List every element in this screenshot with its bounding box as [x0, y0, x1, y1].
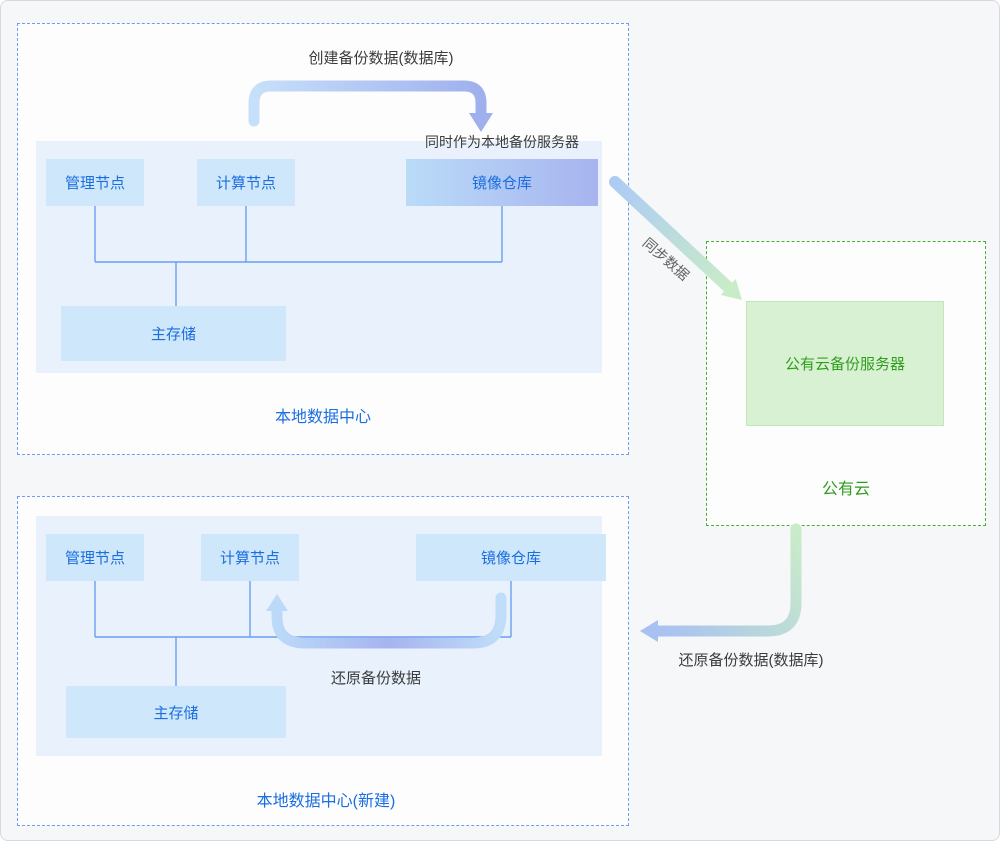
mirror-repo-node-new: 镜像仓库	[416, 534, 606, 581]
main-storage-node-new: 主存储	[66, 686, 286, 738]
mirror-repo-node-label: 镜像仓库	[471, 175, 532, 192]
restore-backup-label: 还原备份数据(数据库)	[678, 652, 824, 669]
cloud-restore-arrow	[652, 523, 802, 637]
mirror-note: 同时作为本地备份服务器	[425, 134, 579, 150]
management-node-new-label: 管理节点	[64, 550, 125, 567]
cloud-backup-server-label: 公有云备份服务器	[784, 356, 905, 373]
inner-restore-label: 还原备份数据	[330, 670, 421, 687]
cloud-backup-server: 公有云备份服务器	[746, 301, 944, 426]
management-node-new: 管理节点	[46, 534, 144, 581]
mirror-repo-node: 镜像仓库	[406, 159, 598, 206]
new-datacenter-title: 本地数据中心(新建)	[256, 793, 396, 810]
local-datacenter-title: 本地数据中心	[274, 409, 371, 426]
compute-node-label: 计算节点	[215, 175, 276, 192]
cloud-restore-arrowhead	[640, 620, 658, 642]
mirror-repo-node-new-label: 镜像仓库	[480, 550, 541, 567]
management-node-label: 管理节点	[64, 175, 125, 192]
compute-node-new: 计算节点	[201, 534, 299, 581]
main-storage-node-label: 主存储	[150, 326, 196, 343]
sync-data-label: 同步数据	[639, 234, 693, 284]
main-storage-node-new-label: 主存储	[153, 704, 199, 722]
compute-node: 计算节点	[197, 159, 295, 206]
create-backup-label: 创建备份数据(数据库)	[308, 50, 454, 67]
public-cloud-title: 公有云	[821, 481, 870, 498]
main-storage-node: 主存储	[61, 306, 286, 361]
management-node: 管理节点	[46, 159, 144, 206]
compute-node-new-label: 计算节点	[219, 550, 280, 567]
